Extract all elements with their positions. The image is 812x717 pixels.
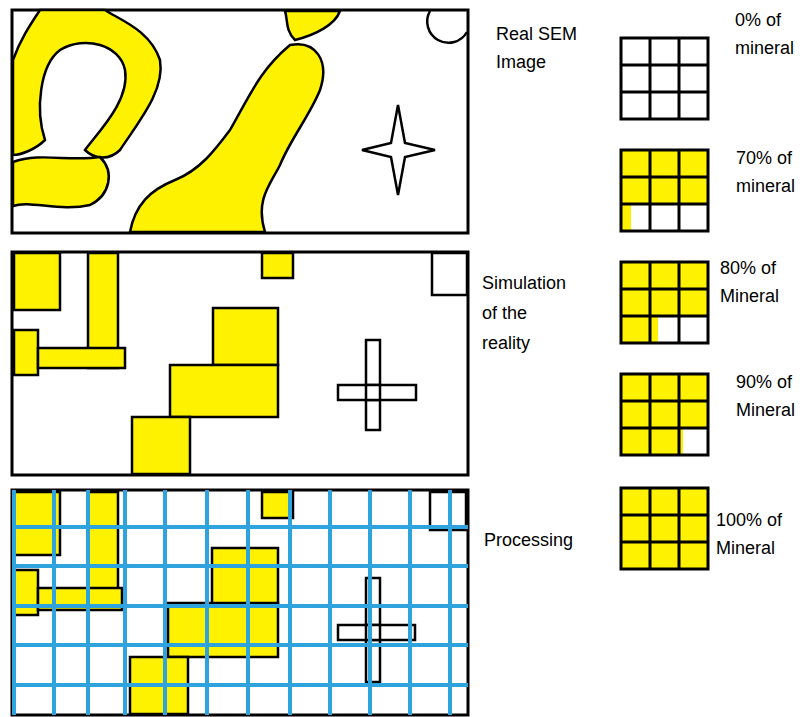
percent-label: 0% of mineral — [735, 6, 805, 62]
grid-icon-100 — [621, 488, 708, 569]
grid-icon-0 — [621, 38, 708, 119]
grid-icon-70 — [621, 150, 708, 231]
percent-label: 100% of Mineral — [716, 506, 790, 562]
percent-label: 70% of mineral — [736, 144, 806, 200]
processing-panel — [12, 490, 468, 715]
panel-label: Real SEM Image — [496, 20, 596, 76]
grid-icon-90 — [621, 374, 708, 455]
sem-image — [12, 10, 468, 233]
percent-label: 80% of Mineral — [720, 254, 792, 310]
simulation-panel — [12, 252, 468, 475]
grid-icon-80 — [621, 262, 708, 343]
processing-grid — [12, 490, 468, 715]
panel-label: Simulation of the reality — [482, 268, 574, 358]
panel-label: Processing — [484, 526, 604, 554]
percent-label: 90% of Mineral — [736, 368, 806, 424]
